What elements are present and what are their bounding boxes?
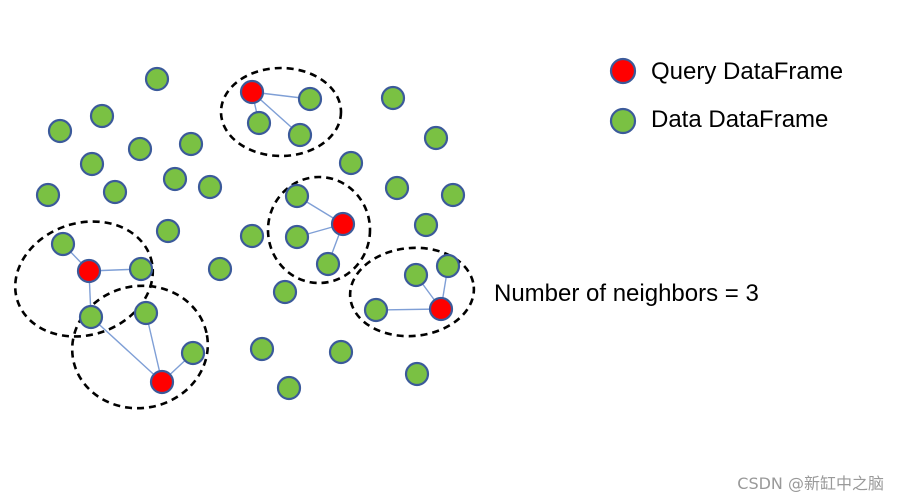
data-point: [207, 256, 233, 282]
data-point: [35, 182, 61, 208]
data-point: [79, 151, 105, 177]
watermark: CSDN @新缸中之脑: [737, 474, 884, 493]
neighbor-point: [287, 122, 313, 148]
query-point: [76, 258, 102, 284]
data-points: [35, 66, 466, 401]
data-point: [127, 136, 153, 162]
data-point: [404, 361, 430, 387]
neighbor-point: [50, 231, 76, 257]
clusters: [13, 66, 476, 410]
legend-marker-query: [609, 57, 637, 85]
cluster-center: [266, 175, 372, 285]
data-point: [328, 339, 354, 365]
neighbor-point: [78, 304, 104, 330]
data-point: [197, 174, 223, 200]
data-point: [249, 336, 275, 362]
legend-marker-data: [609, 107, 637, 135]
data-point: [47, 118, 73, 144]
data-point: [155, 218, 181, 244]
neighbor-point: [315, 251, 341, 277]
query-point: [149, 369, 175, 395]
data-point: [276, 375, 302, 401]
cluster-right: [348, 246, 476, 338]
neighbors-annotation: Number of neighbors = 3: [494, 280, 759, 307]
data-point: [178, 131, 204, 157]
data-point: [89, 103, 115, 129]
data-point: [272, 279, 298, 305]
legend: Query DataFrame Data DataFrame: [609, 57, 843, 135]
data-point: [413, 212, 439, 238]
data-point: [423, 125, 449, 151]
neighbor-point: [363, 297, 389, 323]
data-point: [384, 175, 410, 201]
data-point: [239, 223, 265, 249]
neighbor-point: [246, 110, 272, 136]
query-point: [330, 211, 356, 237]
query-point: [428, 296, 454, 322]
neighbor-point: [128, 256, 154, 282]
cluster-bottom-left: [70, 284, 210, 410]
cluster-left: [13, 220, 155, 338]
neighbor-point: [180, 340, 206, 366]
cluster-top: [219, 66, 343, 158]
data-point: [380, 85, 406, 111]
edge: [90, 316, 163, 383]
data-point: [440, 182, 466, 208]
neighbor-point: [284, 183, 310, 209]
data-point: [162, 166, 188, 192]
neighbor-point: [435, 253, 461, 279]
data-point: [338, 150, 364, 176]
neighbor-point: [297, 86, 323, 112]
data-point: [102, 179, 128, 205]
neighbor-point: [284, 224, 310, 250]
neighbor-point: [403, 262, 429, 288]
neighbor-point: [133, 300, 159, 326]
legend-label-data: Data DataFrame: [651, 106, 828, 133]
data-point: [144, 66, 170, 92]
query-point: [239, 79, 265, 105]
legend-label-query: Query DataFrame: [651, 58, 843, 85]
query-points: [76, 79, 454, 395]
